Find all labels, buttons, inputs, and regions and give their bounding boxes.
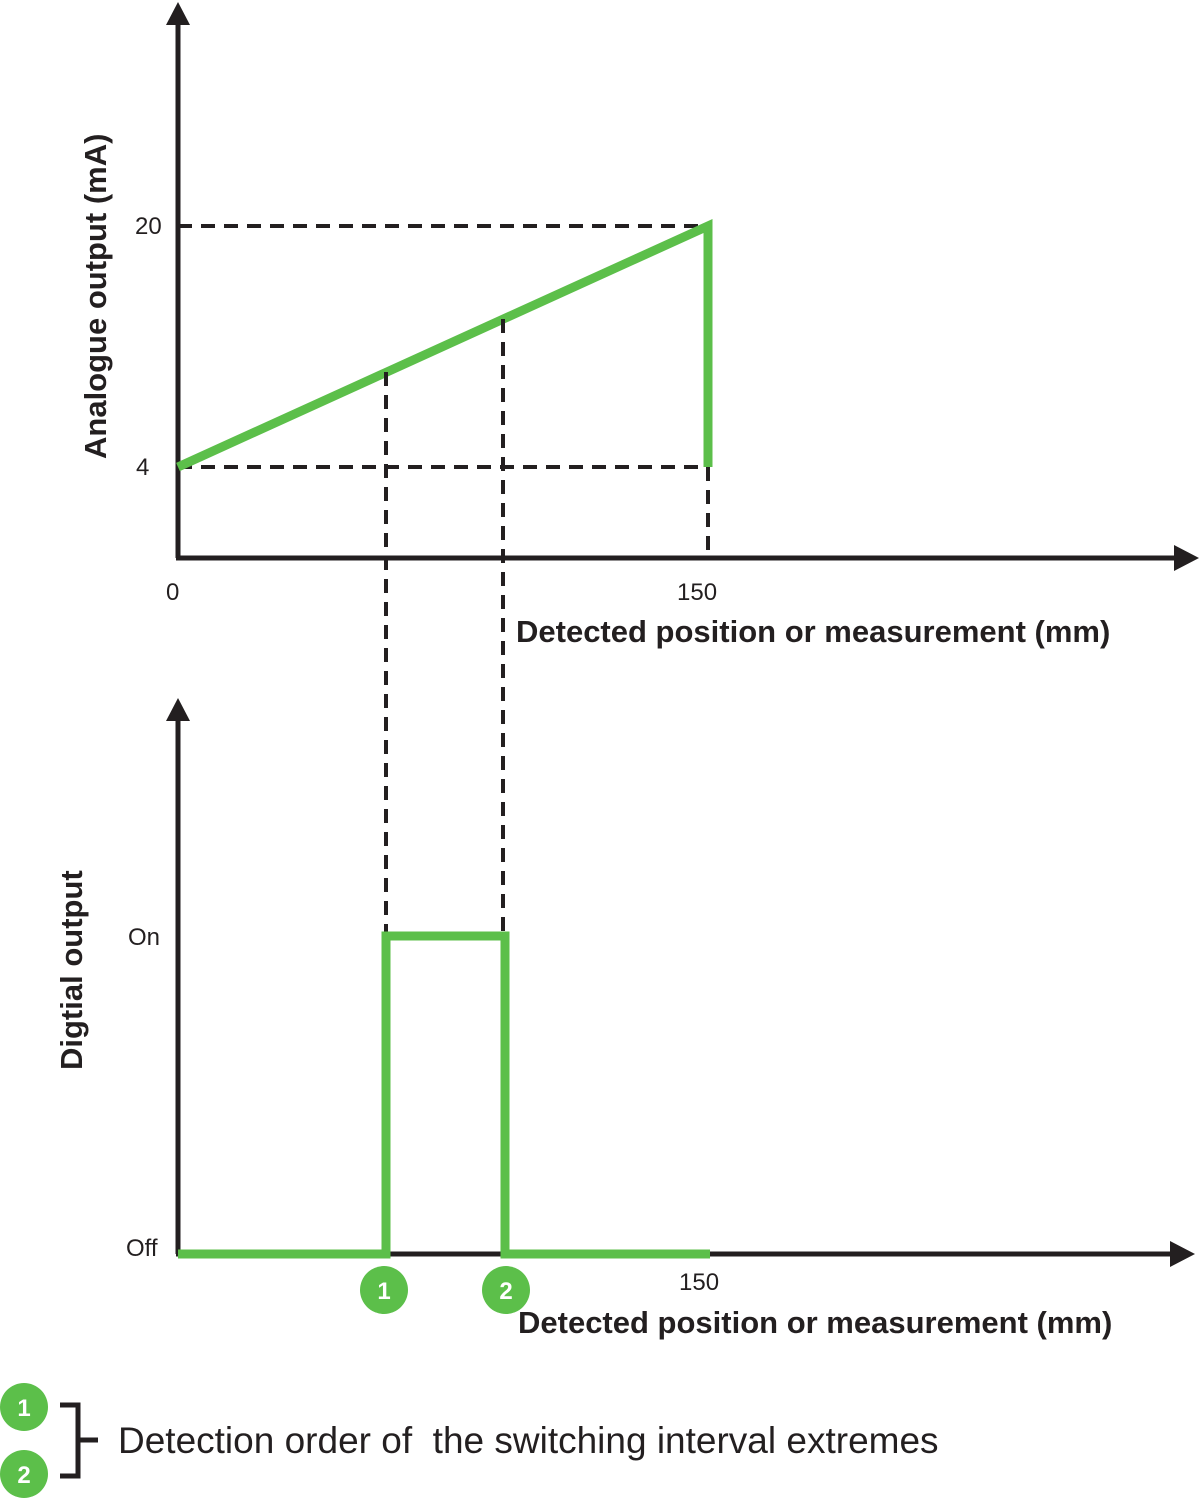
analogue-x-label: Detected position or measurement (mm) <box>516 614 1110 649</box>
legend-badge-1-label: 1 <box>17 1395 30 1422</box>
y-tick-4: 4 <box>136 454 149 481</box>
y-tick-on: On <box>128 924 160 951</box>
legend-badge-2: 2 <box>0 1450 48 1498</box>
legend-badge-1: 1 <box>0 1383 48 1431</box>
analogue-series-line <box>176 219 713 472</box>
analogue-chart: 20 4 0 150 Analogue output (mA) Detected… <box>78 2 1199 649</box>
digital-series-line <box>178 931 710 1259</box>
x-tick-0: 0 <box>166 579 179 606</box>
legend-text: Detection order of the switching interva… <box>118 1420 939 1461</box>
marker-2-badge: 2 <box>482 1266 530 1314</box>
digital-chart: On Off 150 1 2 Digtial output Detected p… <box>54 698 1195 1340</box>
marker-1-label: 1 <box>377 1278 390 1305</box>
digital-y-arrow <box>166 698 190 721</box>
x-tick-150-digital: 150 <box>679 1269 719 1296</box>
y-tick-off: Off <box>126 1235 158 1262</box>
legend: 1 2 Detection order of the switching int… <box>0 1383 939 1498</box>
digital-y-label: Digtial output <box>54 870 89 1070</box>
y-tick-20: 20 <box>135 213 162 240</box>
marker-1-badge: 1 <box>360 1266 408 1314</box>
analogue-y-arrow <box>166 2 190 25</box>
analogue-y-label: Analogue output (mA) <box>78 134 113 459</box>
x-tick-150: 150 <box>677 579 717 606</box>
legend-badge-2-label: 2 <box>17 1462 30 1489</box>
digital-x-arrow <box>1170 1241 1195 1267</box>
analogue-x-arrow <box>1174 545 1199 571</box>
digital-x-label: Detected position or measurement (mm) <box>518 1305 1112 1340</box>
legend-bracket <box>60 1402 81 1479</box>
marker-2-label: 2 <box>499 1278 512 1305</box>
